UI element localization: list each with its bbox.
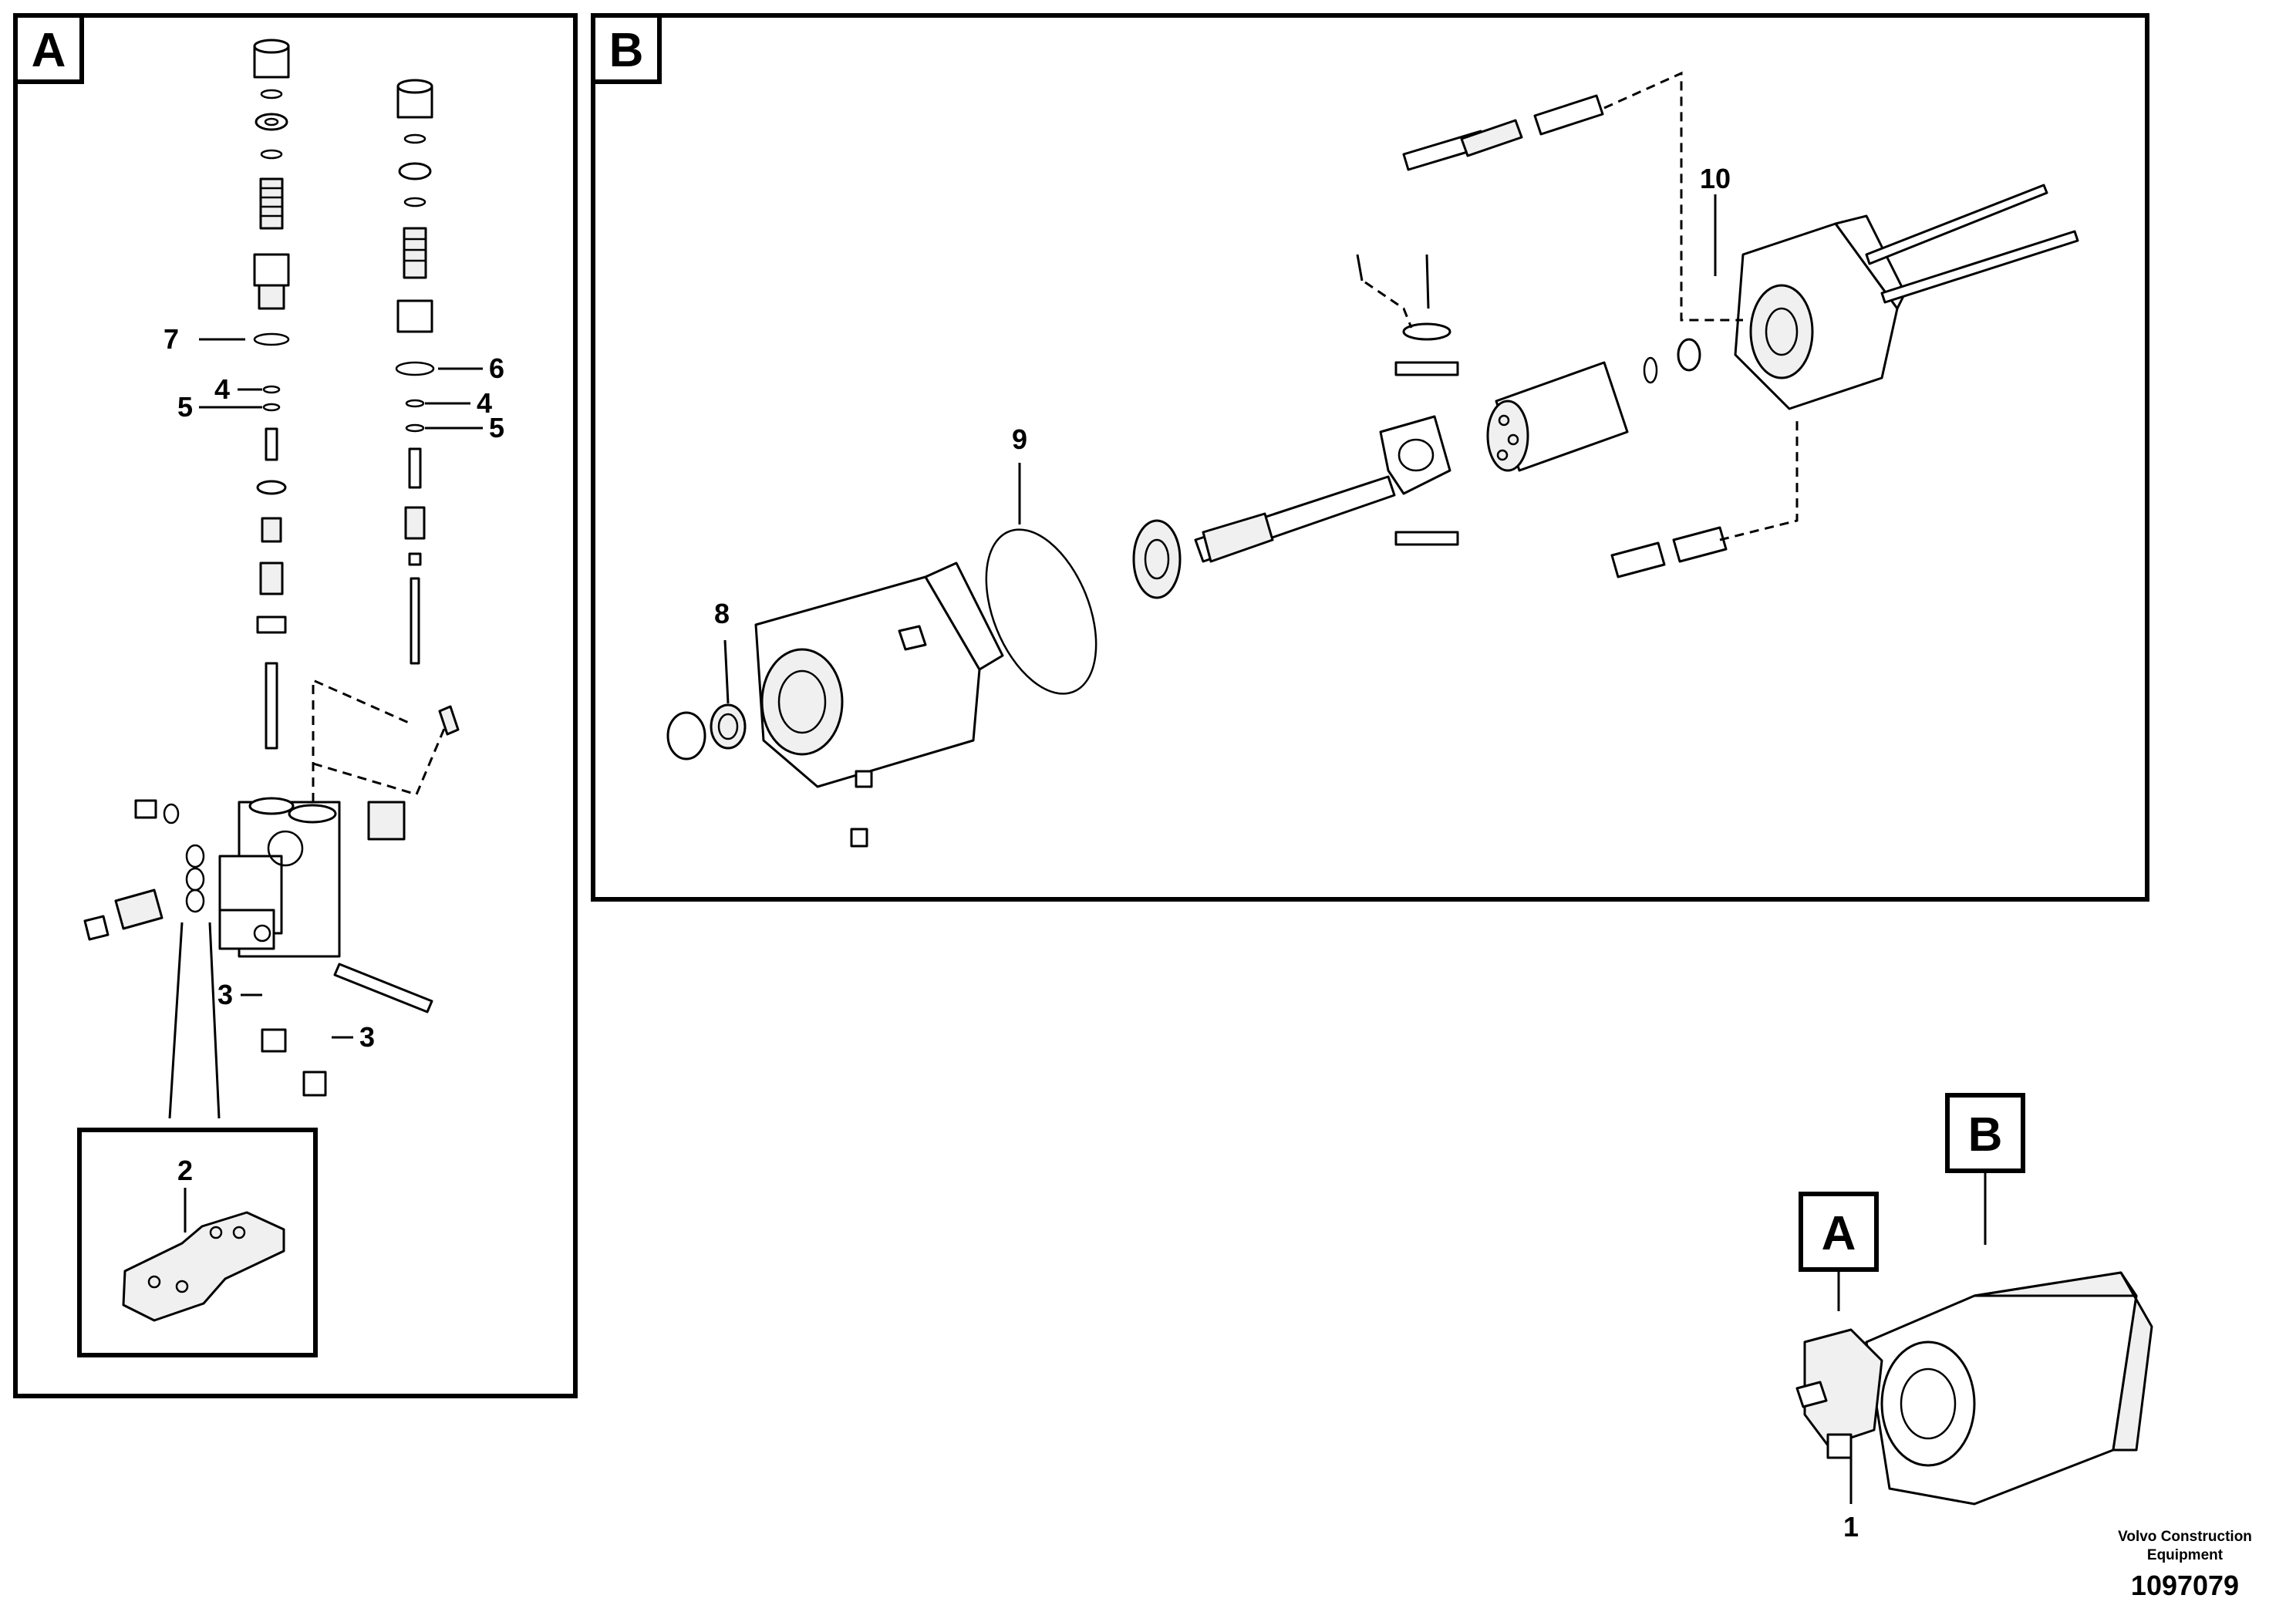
valve-fittings: [83, 799, 433, 1097]
brand-line-2: Equipment: [2147, 1547, 2224, 1563]
footer: Volvo Construction Equipment 1097079: [2118, 1529, 2252, 1601]
overview-pump: [1795, 1271, 2153, 1506]
callout-5-right: 5: [489, 412, 504, 443]
panel-b: B: [591, 13, 2149, 902]
brand-line-1: Volvo Construction: [2118, 1529, 2252, 1545]
shaft-seal: [710, 703, 747, 750]
cylinder-block: [1486, 361, 1629, 472]
callout-10: 10: [1700, 163, 1731, 194]
callout-4-left: 4: [214, 373, 230, 405]
panel-a-letter-box: [13, 13, 84, 84]
inset-frame: [77, 1128, 318, 1357]
document-number: 1097079: [2131, 1570, 2239, 1601]
panel-a-frame: [13, 13, 578, 1398]
overview-tag-a: A: [1822, 1207, 1856, 1260]
callout-3-right: 3: [359, 1021, 375, 1053]
cover-plate: [122, 1211, 285, 1322]
retaining-ring: [666, 711, 706, 760]
panel-b-frame: [591, 13, 2149, 902]
cradle-bearing: [1379, 322, 1459, 546]
overview-tag-b: B: [1968, 1108, 2003, 1162]
valve-stack-left: [253, 39, 290, 750]
callout-1: 1: [1843, 1511, 1859, 1543]
housing-o-ring: [985, 528, 1097, 695]
valve-stack-right: [395, 79, 435, 665]
rear-cover: [1734, 214, 1907, 410]
callout-4-right: 4: [477, 387, 492, 419]
connection-line-a1: [312, 678, 411, 802]
callout-8: 8: [714, 598, 730, 629]
panel-b-letter-box: [591, 13, 662, 84]
inset-pointer: [168, 922, 221, 1119]
callout-6: 6: [489, 352, 504, 384]
pump-housing: [754, 561, 1004, 788]
connection-line-a2: [312, 724, 447, 796]
valve-body: [218, 797, 341, 958]
callout-9: 9: [1012, 423, 1027, 455]
assembly-overview: A B 1: [1795, 1093, 2153, 1543]
panel-a-letter: A: [32, 24, 66, 77]
callout-5-left: 5: [177, 391, 193, 423]
panel-a: A: [13, 13, 578, 1398]
callout-2: 2: [177, 1155, 193, 1186]
callout-7: 7: [164, 323, 179, 355]
callout-3-left: 3: [217, 979, 233, 1010]
shaft-bearing: [1132, 519, 1182, 599]
panel-b-letter: B: [609, 24, 644, 77]
